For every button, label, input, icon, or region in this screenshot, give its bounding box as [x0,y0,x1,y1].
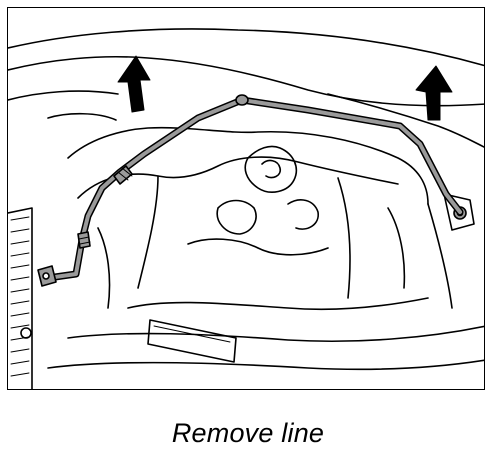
arrow-up-left-icon [117,55,151,113]
label-plate [147,319,237,363]
illustration-frame [7,7,485,390]
engine-bay-illustration [8,28,484,389]
ac-line [37,94,464,287]
arrow-up-right-icon [415,65,453,121]
radiator [8,207,33,389]
engine-block [47,126,484,371]
figure-caption: Remove line [171,418,325,448]
